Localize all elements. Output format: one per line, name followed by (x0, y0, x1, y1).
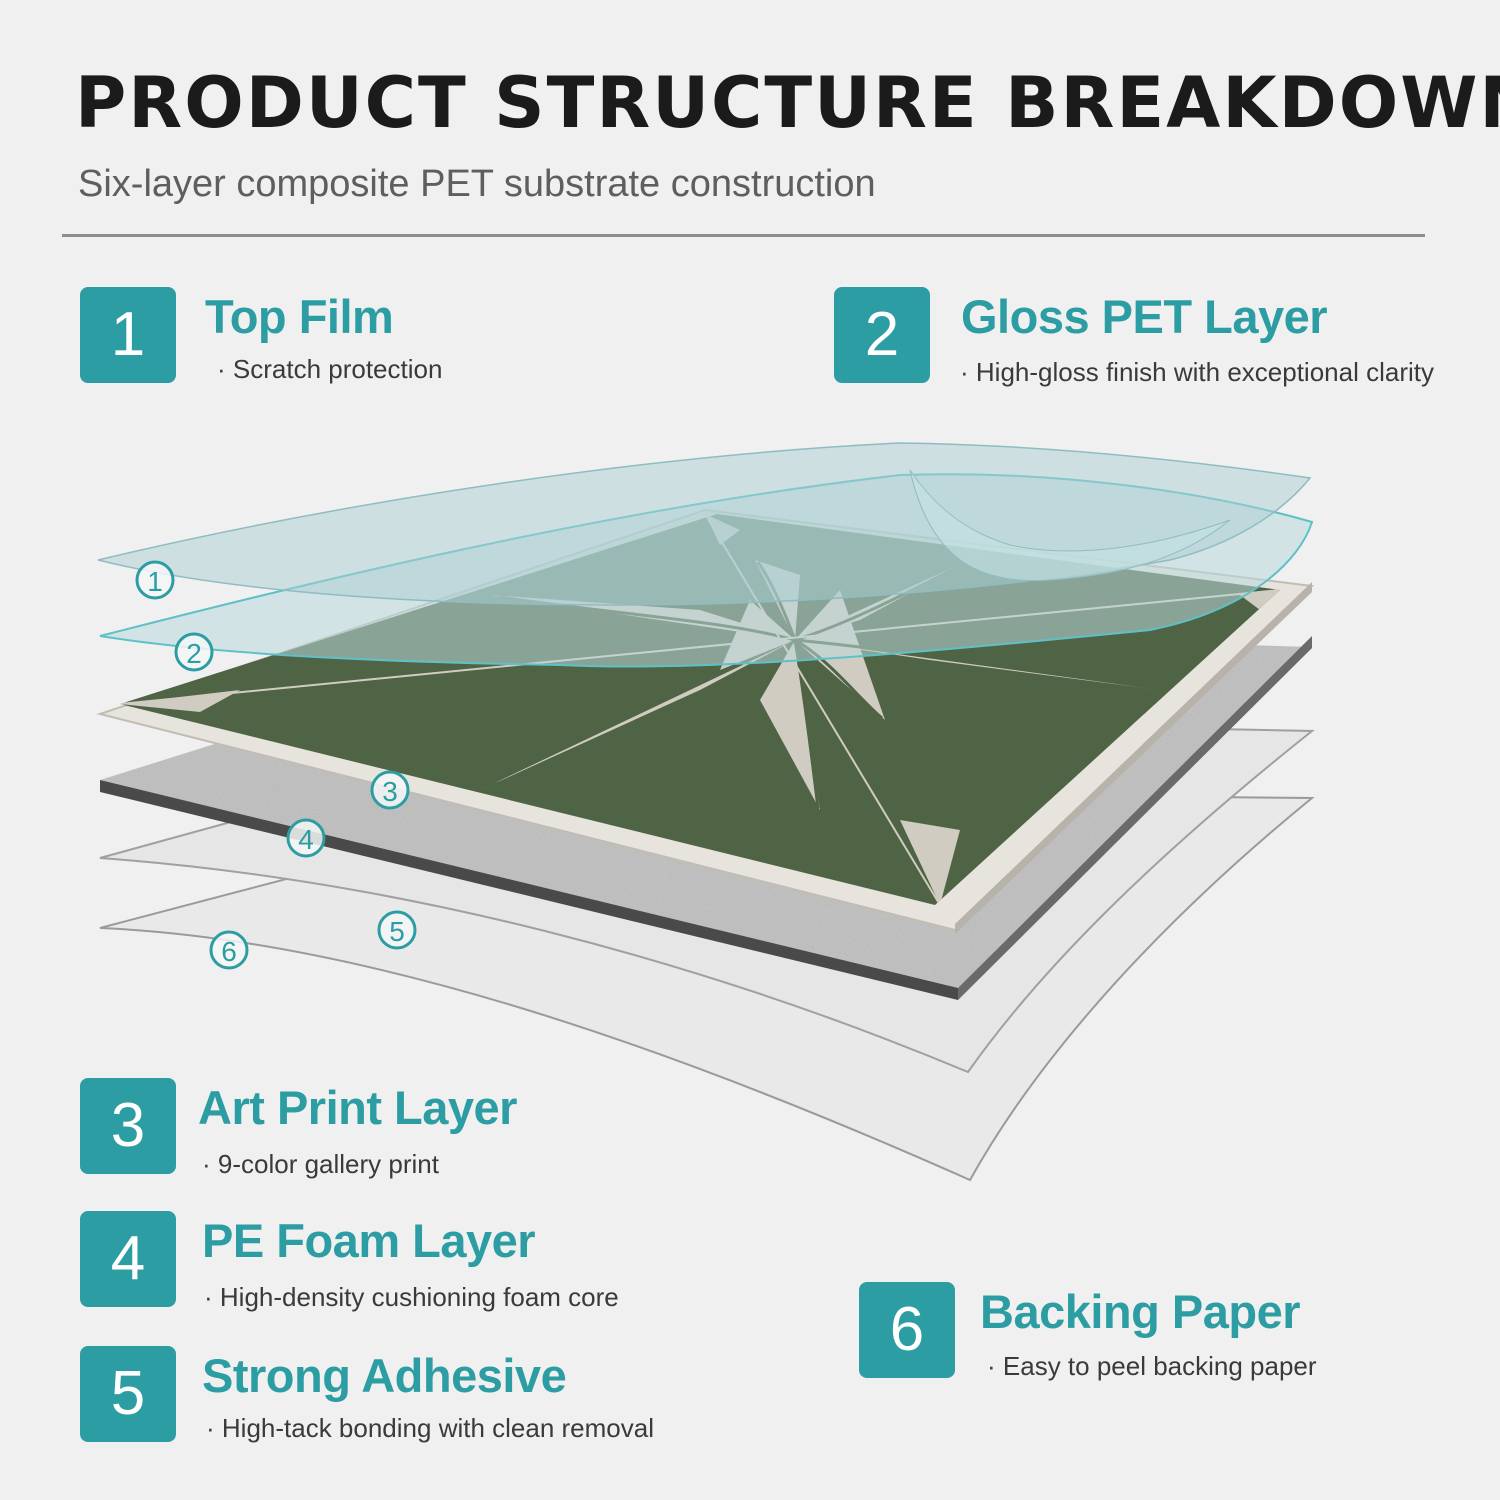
svg-text:4: 4 (298, 824, 314, 855)
page-title: PRODUCT STRUCTURE BREAKDOWN (75, 62, 1500, 144)
header-divider (62, 234, 1425, 237)
svg-text:3: 3 (382, 776, 398, 807)
marker-5: 5 (377, 910, 417, 950)
svg-text:5: 5 (389, 916, 405, 947)
layer-number-badge: 4 (80, 1211, 176, 1307)
layer-name: Art Print Layer (198, 1081, 517, 1134)
pe-foam-edge-side (958, 636, 1312, 1000)
layer-number-badge: 5 (80, 1346, 176, 1442)
svg-text:2: 2 (186, 638, 202, 669)
top-film-curl (909, 469, 1231, 582)
marker-3: 3 (370, 770, 410, 810)
layer-name: Top Film (205, 290, 394, 343)
layer-description: High-density cushioning foam core (204, 1282, 619, 1313)
layer-description: High-tack bonding with clean removal (206, 1413, 654, 1444)
layer-number-badge: 2 (834, 287, 930, 383)
art-print-side-edge (955, 582, 1312, 934)
layer-number-badge: 3 (80, 1078, 176, 1174)
svg-text:6: 6 (221, 936, 237, 967)
layer-description: 9-color gallery print (202, 1149, 439, 1180)
svg-text:1: 1 (147, 566, 163, 597)
layer-name: Gloss PET Layer (961, 290, 1328, 343)
marker-1: 1 (135, 560, 175, 600)
layer-description: High-gloss finish with exceptional clari… (960, 357, 1434, 388)
marker-6: 6 (209, 930, 249, 970)
page-subtitle: Six-layer composite PET substrate constr… (78, 163, 876, 205)
layer-name: Strong Adhesive (202, 1349, 567, 1402)
layer-name: Backing Paper (980, 1285, 1301, 1338)
marker-2: 2 (174, 632, 214, 672)
layer-number-badge: 1 (80, 287, 176, 383)
layer-number-badge: 6 (859, 1282, 955, 1378)
layer-name: PE Foam Layer (202, 1214, 536, 1267)
layer-description: Scratch protection (217, 354, 443, 385)
marker-4: 4 (286, 818, 326, 858)
layer-description: Easy to peel backing paper (987, 1351, 1317, 1382)
